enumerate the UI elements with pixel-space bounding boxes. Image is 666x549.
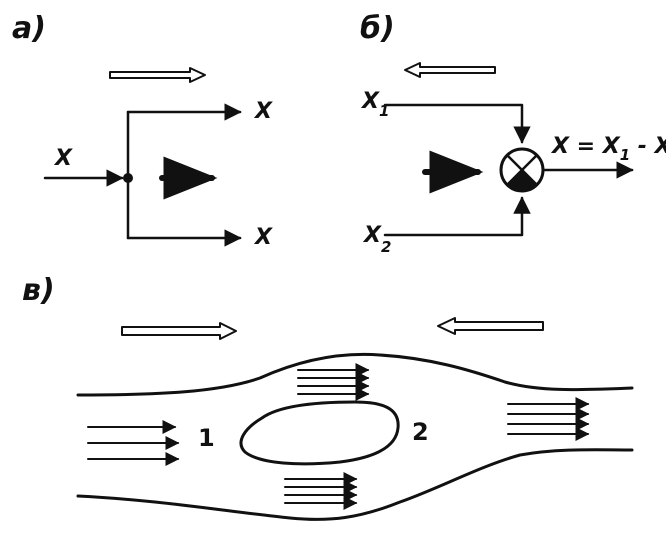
lower-gap-flow-arrows (284, 472, 358, 510)
hollow-arrow-left-icon (404, 62, 496, 78)
hollow-arrow-left-c-icon (437, 317, 544, 335)
region-1-label: 1 (198, 424, 215, 452)
upper-gap-flow-arrows (297, 363, 370, 401)
input1-line (383, 103, 531, 144)
panel-a-label: а) (12, 11, 46, 46)
output-eq-label: X = X (550, 134, 621, 159)
outlet-flow-arrows (507, 397, 590, 441)
svg-text:X2: X2 (362, 223, 391, 256)
output-bottom-x-label: X (253, 225, 273, 250)
channel-bottom-wall (76, 448, 634, 521)
inlet-flow-arrows (87, 420, 180, 466)
input1-sub-label: 1 (379, 102, 389, 120)
channel-top-wall (76, 352, 634, 397)
hollow-arrow-right-c-icon (121, 322, 237, 340)
hollow-arrow-right-icon (109, 67, 206, 83)
output-top-x-label: X (253, 99, 273, 124)
summing-junction-icon (499, 147, 545, 193)
region-2-label: 2 (412, 418, 429, 446)
input2-x-label: X (362, 223, 382, 248)
svg-text:X1: X1 (360, 89, 389, 120)
panel-b-label: б) (360, 11, 395, 46)
input2-line (383, 196, 531, 237)
output-minus-label: - X (630, 134, 666, 159)
input-x-label: X (53, 146, 73, 171)
input2-sub-label: 2 (381, 238, 391, 256)
input1-x-label: X (360, 89, 380, 114)
panel-c-label: в) (22, 273, 55, 308)
svg-text:X = X1 - X2: X = X1 - X2 (550, 134, 666, 164)
output-sub1-label: 1 (620, 146, 630, 164)
obstacle-body (239, 400, 400, 466)
